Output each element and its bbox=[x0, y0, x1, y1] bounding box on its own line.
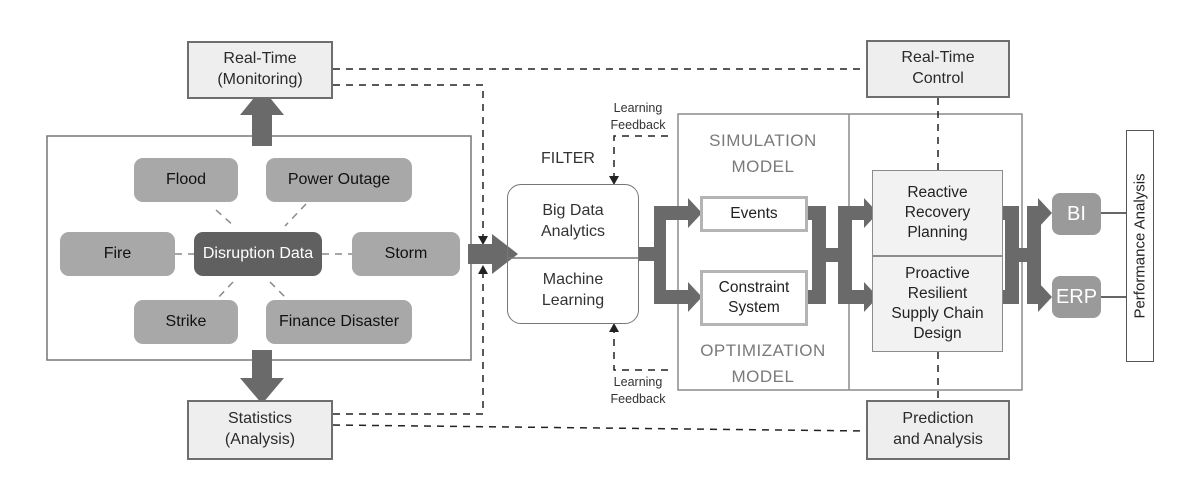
optimization-model-label: OPTIMIZATION MODEL bbox=[700, 341, 826, 386]
feedback-arrowheads bbox=[478, 176, 619, 332]
learning-feedback-bottom: Learning Feedback bbox=[610, 375, 666, 406]
statistics-analysis-box: Statistics (Analysis) bbox=[187, 400, 333, 460]
hub-spokes bbox=[175, 203, 352, 303]
learning-feedback-top: Learning Feedback bbox=[610, 101, 666, 132]
simulation-model-label: SIMULATION MODEL bbox=[709, 131, 817, 176]
finance-disaster-event: Finance Disaster bbox=[266, 300, 412, 344]
strike-event: Strike bbox=[134, 300, 238, 344]
monitoring-links bbox=[332, 68, 939, 432]
big-data-analytics: Big Data Analytics bbox=[540, 202, 606, 240]
erp-output: ERP bbox=[1052, 276, 1101, 318]
flow-arrows bbox=[240, 88, 1052, 404]
fire-event: Fire bbox=[60, 232, 175, 276]
filter-block bbox=[507, 184, 639, 324]
constraint-system-box: Constraint System bbox=[700, 270, 808, 326]
real-time-monitoring-box: Real-Time (Monitoring) bbox=[187, 41, 333, 99]
disruption-data-hub: Disruption Data bbox=[194, 232, 322, 276]
flood-event: Flood bbox=[134, 158, 238, 202]
performance-analysis-label: Performance Analysis bbox=[1131, 173, 1149, 319]
power-outage-event: Power Outage bbox=[266, 158, 412, 202]
prediction-analysis-box: Prediction and Analysis bbox=[866, 400, 1010, 460]
real-time-control-box: Real-Time Control bbox=[866, 40, 1010, 98]
proactive-resilient-design: Proactive Resilient Supply Chain Design bbox=[872, 256, 1003, 352]
machine-learning: Machine Learning bbox=[541, 271, 605, 309]
performance-analysis-box: Performance Analysis bbox=[1126, 130, 1154, 362]
events-box: Events bbox=[700, 196, 808, 232]
output-links bbox=[1101, 212, 1126, 298]
bi-output: BI bbox=[1052, 193, 1101, 235]
reactive-recovery-planning: Reactive Recovery Planning bbox=[872, 170, 1003, 256]
filter-title: FILTER bbox=[541, 150, 595, 167]
storm-event: Storm bbox=[352, 232, 460, 276]
